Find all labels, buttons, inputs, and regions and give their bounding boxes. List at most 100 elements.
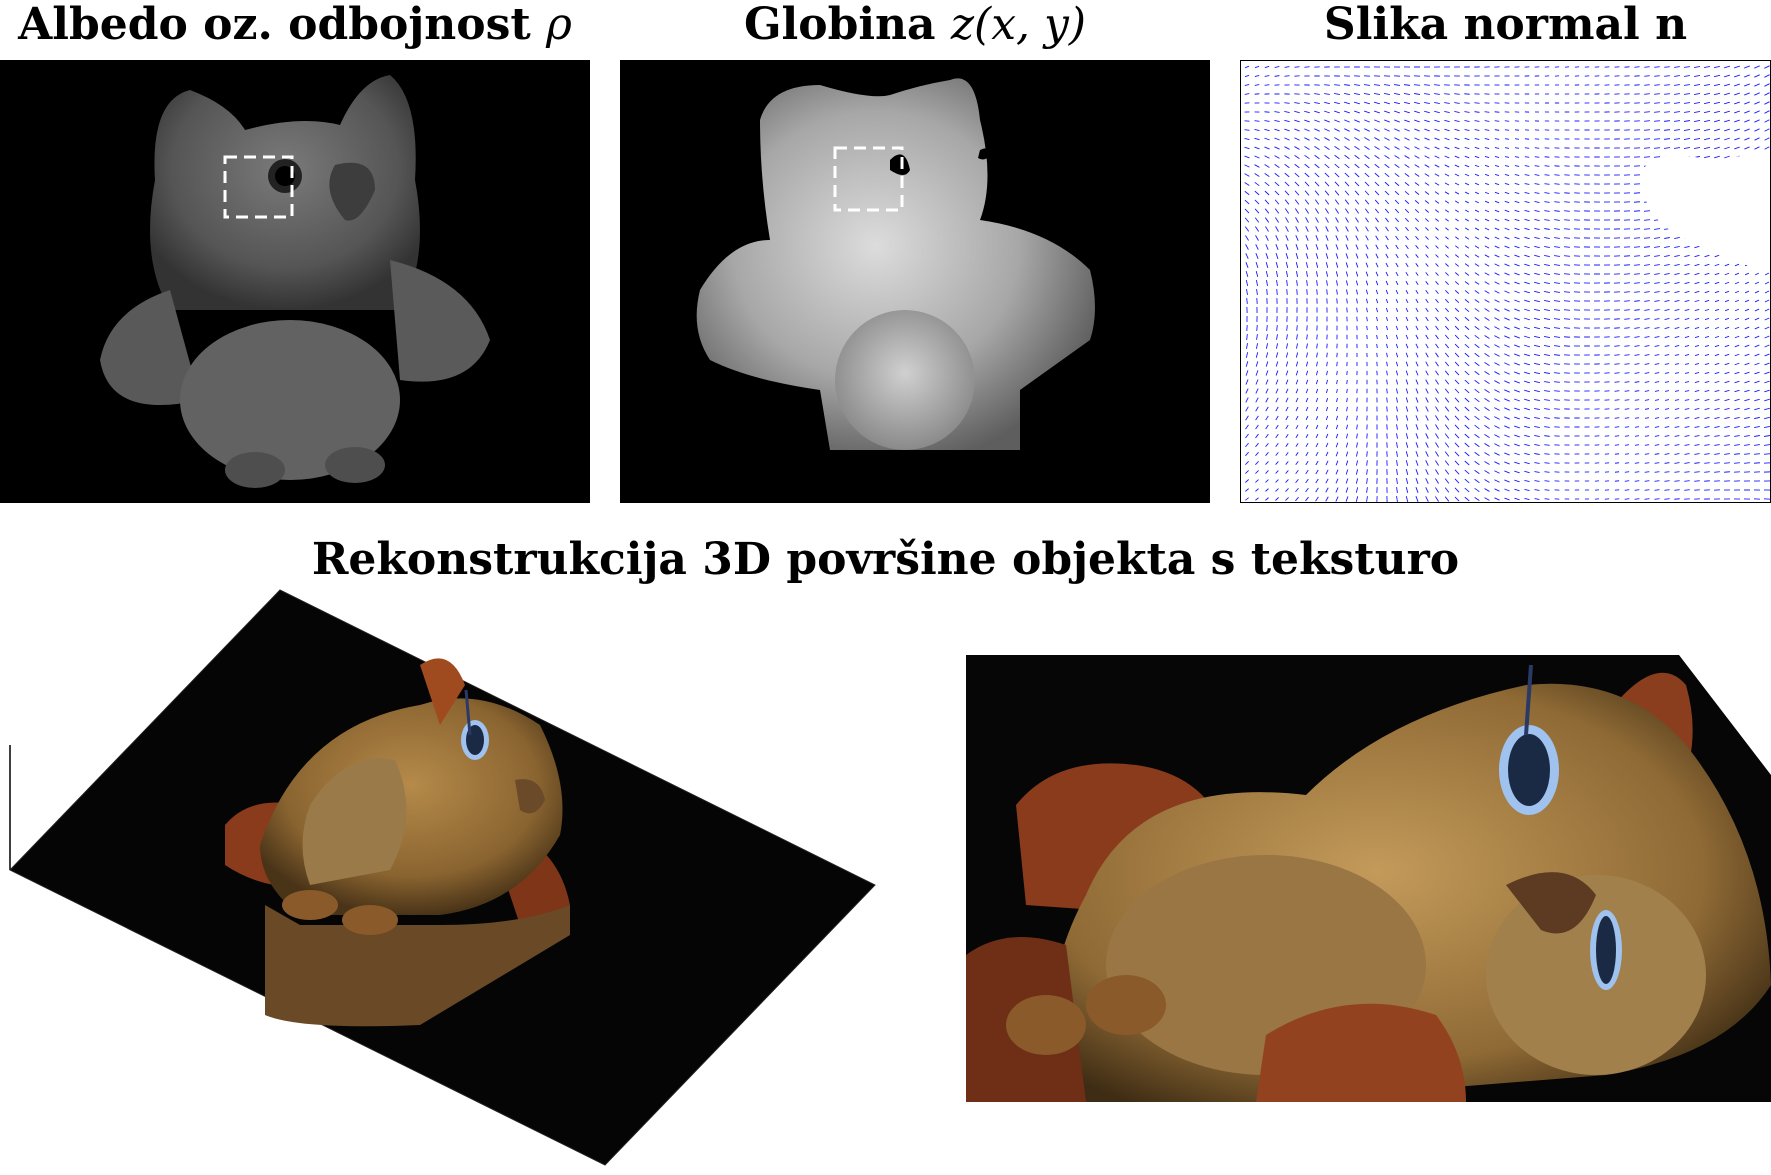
- normal-vector: [1744, 83, 1750, 87]
- normal-vector: [1514, 434, 1520, 438]
- normal-vector: [1285, 370, 1289, 376]
- normal-vector: [1274, 208, 1280, 214]
- normal-vector: [1484, 129, 1490, 131]
- normal-vector: [1633, 228, 1641, 230]
- normal-vector: [1284, 102, 1290, 104]
- normal-vector: [1246, 343, 1248, 349]
- normal-vector: [1644, 255, 1650, 257]
- normal-vector: [1754, 83, 1760, 87]
- normal-vector: [1484, 497, 1490, 501]
- normal-vector: [1374, 128, 1380, 132]
- normal-vector: [1454, 119, 1460, 123]
- normal-vector: [1734, 65, 1740, 69]
- normal-vector: [1354, 110, 1360, 114]
- normal-vector: [1335, 415, 1339, 421]
- normal-vector: [1376, 334, 1378, 340]
- normal-vector: [1724, 263, 1730, 267]
- normal-vector: [1504, 236, 1510, 240]
- normal-vector: [1764, 65, 1770, 69]
- normal-vector: [1394, 181, 1400, 187]
- normal-vector: [1544, 201, 1550, 203]
- normal-vector: [1754, 353, 1760, 357]
- normal-vector: [1514, 218, 1520, 222]
- normal-vector: [1534, 425, 1540, 429]
- normal-vector: [1624, 480, 1630, 482]
- normal-vector: [1554, 246, 1560, 248]
- normal-vector: [1395, 289, 1399, 295]
- normal-vector: [1325, 244, 1329, 250]
- normal-vector: [1295, 496, 1299, 502]
- normal-vector: [1484, 218, 1490, 222]
- normal-vector: [1464, 451, 1470, 457]
- normal-vector: [1265, 226, 1269, 232]
- normal-vector: [1395, 271, 1399, 277]
- normal-vector: [1714, 380, 1720, 384]
- normal-vector: [1554, 399, 1560, 401]
- normal-vector: [1674, 318, 1680, 320]
- normal-vector: [1255, 424, 1259, 430]
- normal-vector: [1744, 290, 1750, 294]
- normal-vector: [1474, 102, 1480, 104]
- normal-vector: [1245, 352, 1249, 358]
- normal-vector: [1395, 343, 1399, 349]
- normal-vector: [1274, 172, 1280, 178]
- normal-vector: [1614, 336, 1620, 338]
- normal-vector: [1494, 120, 1500, 122]
- normal-vector: [1415, 469, 1419, 475]
- normal-vector: [1644, 390, 1650, 392]
- normal-vector: [1504, 218, 1510, 222]
- normal-vector: [1754, 119, 1760, 123]
- normal-vector: [1724, 137, 1730, 141]
- normal-vector: [1285, 379, 1289, 385]
- normal-vector: [1634, 75, 1640, 77]
- normal-vector: [1714, 254, 1720, 258]
- normal-vector: [1524, 371, 1530, 375]
- normal-vector: [1284, 155, 1290, 159]
- normal-vector: [1275, 461, 1279, 465]
- normal-vector: [1544, 219, 1550, 221]
- normal-vector: [1425, 227, 1429, 231]
- normal-vector: [1734, 426, 1740, 428]
- normal-vector: [1654, 282, 1660, 284]
- normal-vector: [1434, 173, 1440, 177]
- normal-vector: [1704, 146, 1710, 150]
- normal-vector: [1713, 92, 1721, 96]
- normal-vector: [1764, 110, 1770, 114]
- normal-vector: [1255, 470, 1259, 474]
- normal-vector: [1294, 137, 1300, 141]
- normal-vector: [1405, 253, 1409, 259]
- normal-vector: [1474, 254, 1480, 258]
- albedo-owl-graphic: [100, 75, 490, 488]
- normal-vector: [1484, 443, 1490, 447]
- normal-vector: [1764, 416, 1770, 420]
- normal-vector: [1534, 218, 1540, 222]
- reconstruction-title: Rekonstrukcija 3D površine objekta s tek…: [311, 534, 1460, 585]
- normal-vector: [1684, 317, 1690, 321]
- normal-vector: [1704, 435, 1710, 437]
- normal-vector: [1314, 163, 1320, 169]
- normal-vector: [1654, 318, 1660, 320]
- normal-vector: [1723, 92, 1731, 96]
- normal-vector: [1346, 289, 1348, 295]
- normal-vector: [1435, 406, 1439, 412]
- normal-vector: [1395, 244, 1399, 250]
- normal-vector: [1264, 146, 1270, 150]
- normal-vector: [1285, 479, 1289, 483]
- normal-vector: [1285, 415, 1289, 421]
- normal-vector: [1415, 236, 1419, 240]
- normal-vector: [1355, 460, 1359, 466]
- normal-vector: [1543, 308, 1551, 312]
- normal-vector: [1305, 469, 1309, 475]
- normal-vector: [1255, 361, 1259, 367]
- normal-vector: [1346, 307, 1348, 313]
- normal-vector: [1754, 335, 1760, 339]
- normal-vector: [1464, 236, 1470, 240]
- normal-vector: [1295, 226, 1299, 232]
- normal-vector: [1314, 101, 1320, 105]
- normal-vector: [1405, 343, 1409, 349]
- normal-vector: [1284, 111, 1290, 113]
- normal-vector: [1683, 138, 1691, 140]
- normal-vector: [1295, 244, 1299, 250]
- normal-vector: [1724, 371, 1730, 375]
- normal-vector: [1624, 471, 1630, 473]
